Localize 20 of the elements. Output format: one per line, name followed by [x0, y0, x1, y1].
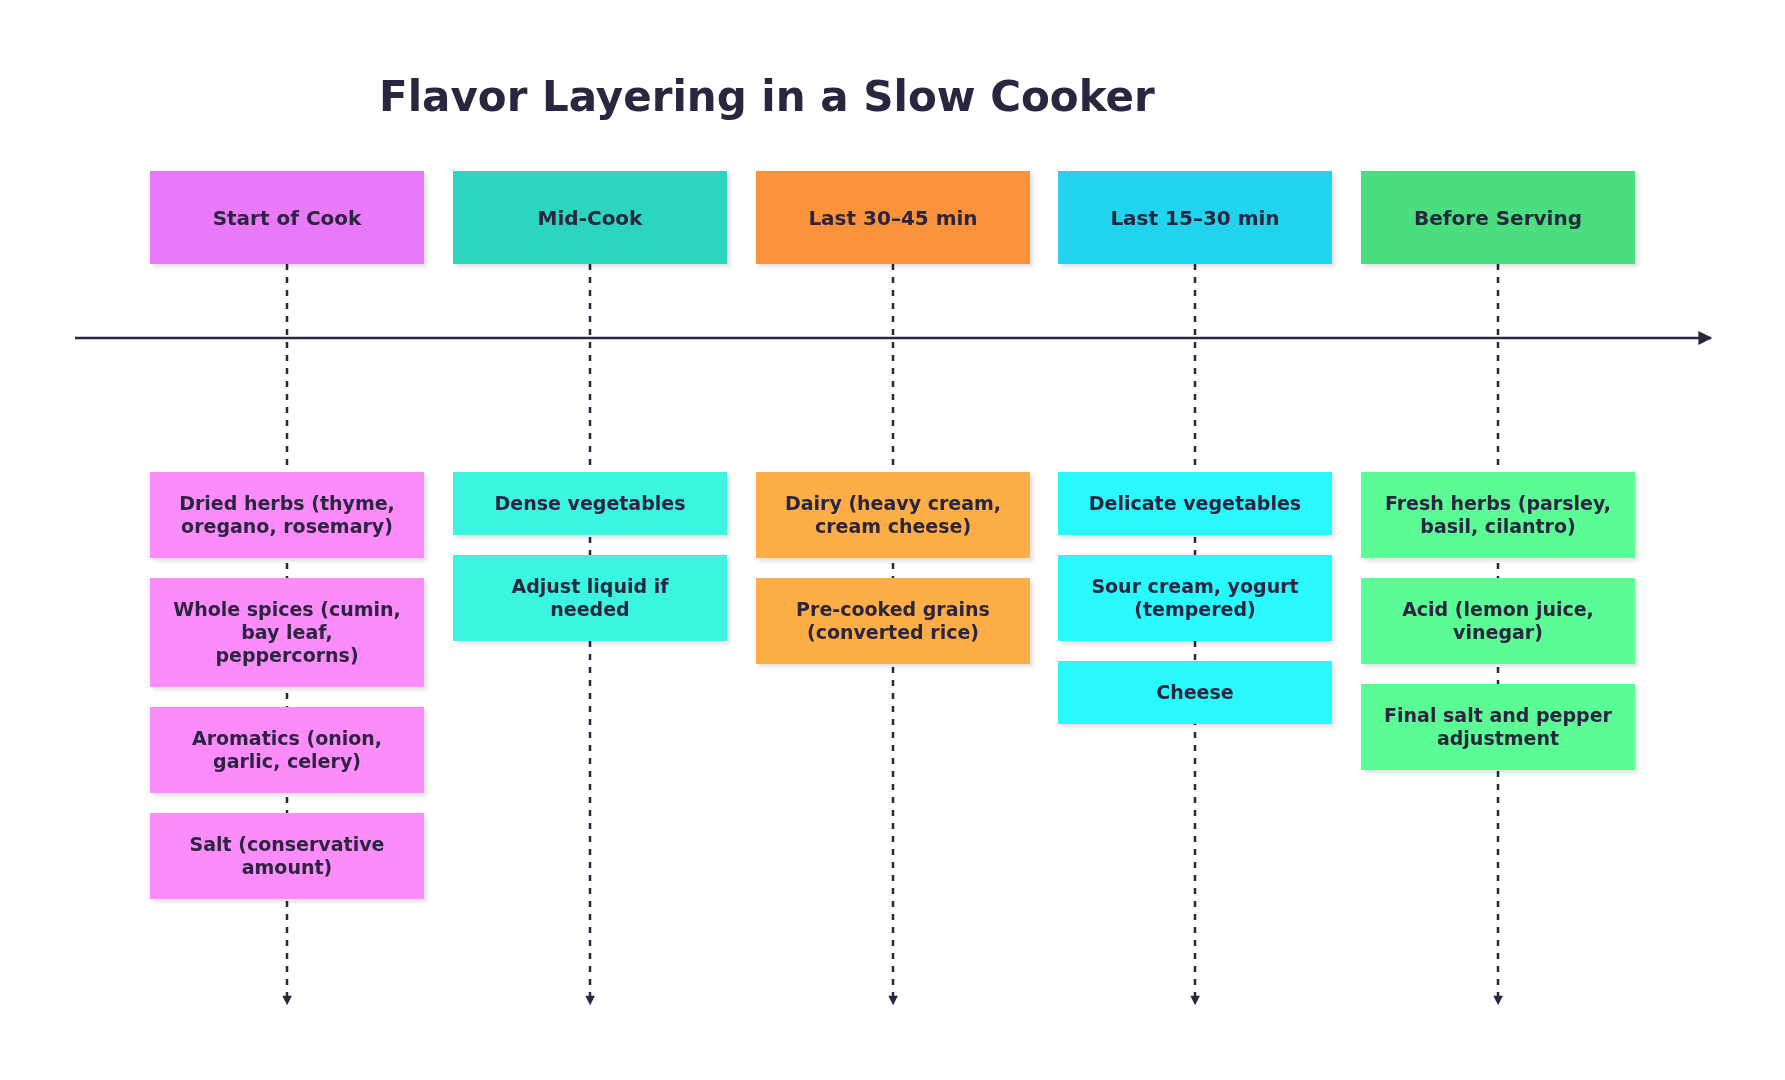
phase-header: Start of Cook	[150, 171, 424, 264]
phase-header: Before Serving	[1361, 171, 1635, 264]
ingredient-card: Whole spices (cumin, bay leaf, peppercorns)	[150, 578, 424, 687]
ingredient-card: Dairy (heavy cream, cream cheese)	[756, 472, 1030, 558]
ingredient-card: Final salt and pepper adjustment	[1361, 684, 1635, 770]
diagram-title: Flavor Layering in a Slow Cooker	[379, 72, 1155, 121]
ingredient-card: Dense vegetables	[453, 472, 727, 535]
ingredient-card: Fresh herbs (parsley, basil, cilantro)	[1361, 472, 1635, 558]
ingredient-card: Salt (conservative amount)	[150, 813, 424, 899]
ingredient-card: Delicate vegetables	[1058, 472, 1332, 535]
ingredient-card: Sour cream, yogurt (tempered)	[1058, 555, 1332, 641]
phase-header: Last 15–30 min	[1058, 171, 1332, 264]
ingredient-card: Acid (lemon juice, vinegar)	[1361, 578, 1635, 664]
ingredient-card: Adjust liquid if needed	[453, 555, 727, 641]
ingredient-card: Pre-cooked grains (converted rice)	[756, 578, 1030, 664]
ingredient-card: Dried herbs (thyme, oregano, rosemary)	[150, 472, 424, 558]
phase-header: Mid-Cook	[453, 171, 727, 264]
ingredient-card: Aromatics (onion, garlic, celery)	[150, 707, 424, 793]
ingredient-card: Cheese	[1058, 661, 1332, 724]
phase-header: Last 30–45 min	[756, 171, 1030, 264]
